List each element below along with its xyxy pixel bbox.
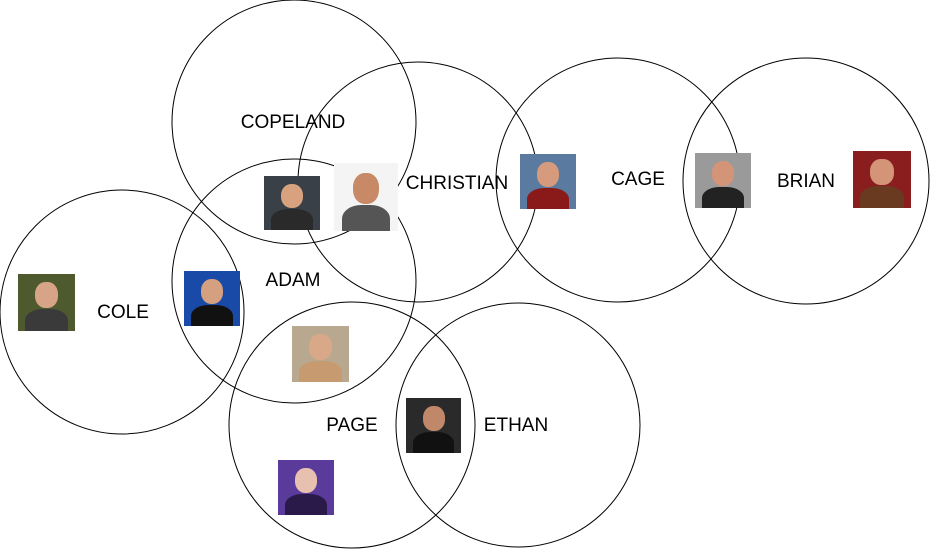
photo-page: [292, 326, 349, 382]
person-body: [701, 187, 745, 208]
photo-adam: [184, 271, 240, 326]
person-body: [526, 188, 570, 209]
person-body: [190, 305, 234, 326]
person-head: [711, 160, 735, 186]
person-head: [353, 172, 379, 204]
person-head: [422, 405, 445, 431]
photo-ethan: [406, 398, 461, 453]
person-head: [294, 467, 318, 493]
person-body: [284, 494, 328, 515]
person-body: [859, 186, 905, 208]
label-cole: COLE: [97, 302, 149, 323]
circle-cole: [0, 189, 245, 435]
person-body: [341, 205, 391, 231]
circle-brian: [682, 57, 930, 305]
label-brian: BRIAN: [776, 171, 836, 192]
photo-tag-team: [334, 163, 398, 231]
label-ethan: ETHAN: [483, 415, 549, 436]
person-head: [536, 161, 560, 187]
person-body: [24, 309, 69, 331]
label-page: PAGE: [326, 415, 378, 436]
photo-cole: [18, 274, 75, 331]
circle-ethan: [395, 302, 641, 548]
label-copeland: COPELAND: [240, 112, 346, 133]
photo-brian: [853, 151, 911, 208]
person-head: [309, 333, 332, 360]
person-body: [412, 432, 455, 453]
photo-adam-copeland: [264, 176, 320, 230]
circle-page: [228, 301, 476, 549]
circle-copeland: [171, 0, 417, 245]
photo-paige: [278, 460, 334, 515]
person-head: [280, 183, 304, 209]
photo-christian-cage: [520, 154, 576, 209]
label-cage: CAGE: [611, 169, 665, 190]
person-head: [870, 158, 894, 186]
person-head: [35, 281, 58, 309]
label-christian: CHRISTIAN: [405, 173, 509, 194]
photo-cage: [695, 153, 751, 208]
person-body: [270, 209, 314, 230]
person-body: [298, 360, 343, 382]
circle-adam: [171, 158, 417, 404]
person-head: [200, 278, 224, 304]
label-adam: ADAM: [265, 270, 321, 291]
